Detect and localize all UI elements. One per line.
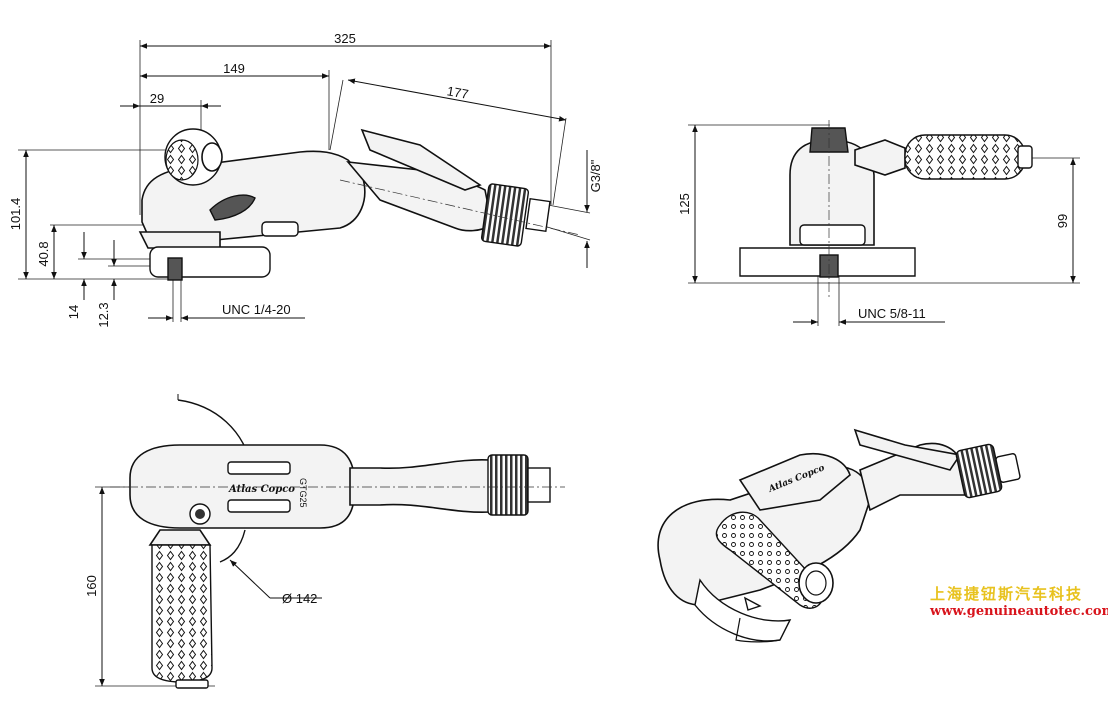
dim-label-inlet-thread: G3/8": [588, 159, 603, 192]
dim-label-unc-1-4-20: UNC 1/4-20: [222, 302, 291, 317]
dim-label-40-8: 40.8: [36, 241, 51, 266]
dim-label-wheel-diameter: Ø 142: [282, 591, 317, 606]
dim-label-177: 177: [446, 83, 470, 102]
watermark-url-text: www.genuineautotec.com: [930, 604, 1108, 619]
side-view: 325 149 29 177 G3/8" 101.4 40.8 14: [8, 31, 603, 328]
grinder-side-illustration: [138, 128, 581, 281]
dim-label-101-4: 101.4: [8, 198, 23, 231]
grinder-isometric-illustration: Atlas Copco: [657, 428, 1021, 643]
top-view: 160 Ø 142 Atlas Copco GTG25: [84, 394, 565, 689]
front-view: 125 99 UNC 5/8-11: [677, 120, 1080, 326]
dim-label-14: 14: [66, 305, 81, 319]
grinder-top-illustration: Atlas Copco GTG25: [110, 394, 565, 689]
dim-label-unc-5-8-11: UNC 5/8-11: [858, 306, 926, 321]
isometric-view: Atlas Copco: [657, 428, 1021, 643]
dim-line-177: [347, 78, 567, 122]
model-badge-text: GTG25: [298, 478, 308, 508]
brand-logo-text: Atlas Copco: [228, 484, 295, 495]
dim-label-325: 325: [334, 31, 356, 46]
grinder-front-illustration: [739, 120, 1033, 300]
dim-label-99: 99: [1055, 214, 1070, 228]
dim-label-29: 29: [150, 91, 164, 106]
dim-label-160: 160: [84, 575, 99, 597]
dim-label-149: 149: [223, 61, 245, 76]
dim-label-12-3: 12.3: [96, 302, 111, 327]
dim-label-125: 125: [677, 193, 692, 215]
watermark-chinese-text: 上海捷钮斯汽车科技: [930, 585, 1084, 603]
